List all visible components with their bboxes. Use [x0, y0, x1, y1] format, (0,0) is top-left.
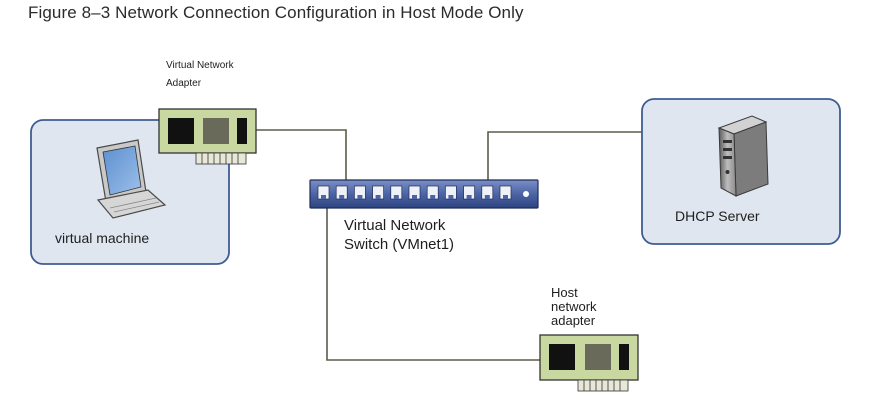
- switch-port-notch: [321, 195, 326, 199]
- switch-status-light: [523, 191, 529, 197]
- switch-port-notch: [430, 195, 436, 199]
- switch-port-notch: [375, 195, 381, 199]
- host-adapter-label-line-2: network: [551, 299, 597, 314]
- wire-vm-adapter-to-switch: [256, 129, 347, 189]
- network-card-icon: [158, 108, 257, 165]
- wire-switch-to-host-adapter: [326, 208, 540, 361]
- computer-icon: [96, 139, 167, 219]
- virtual-adapter-label-line-2: Adapter: [166, 78, 202, 89]
- switch-port-notch: [503, 195, 508, 199]
- host-network-adapter-node[interactable]: Host network adapter: [539, 285, 639, 392]
- wire-switch-to-dhcp: [487, 131, 642, 189]
- switch-port-notch: [484, 195, 490, 199]
- switch-label-line-1: Virtual Network: [344, 217, 446, 234]
- connection-wires: [256, 129, 642, 361]
- switch-port-notch: [448, 195, 454, 199]
- virtual-network-adapter-node[interactable]: Virtual Network Adapter: [158, 60, 257, 165]
- virtual-network-switch-node[interactable]: Virtual Network Switch (VMnet1): [309, 179, 539, 253]
- switch-port-notch: [393, 195, 399, 199]
- figure-title: Figure 8–3 Network Connection Configurat…: [28, 3, 524, 22]
- host-adapter-label-line-1: Host: [551, 285, 578, 300]
- switch-port-notch: [412, 195, 417, 199]
- dhcp-server-node[interactable]: DHCP Server: [641, 98, 841, 245]
- dhcp-server-label: DHCP Server: [675, 208, 760, 224]
- switch-label-line-2: Switch (VMnet1): [344, 236, 454, 253]
- network-card-icon: [539, 334, 639, 392]
- virtual-machine-label: virtual machine: [55, 230, 149, 246]
- switch-port-notch: [357, 195, 363, 199]
- switch-port-notch: [466, 195, 472, 199]
- switch-ports: [317, 185, 529, 200]
- network-switch-icon: [309, 179, 539, 209]
- server-icon: [717, 115, 769, 197]
- virtual-machine-node[interactable]: virtual machine: [30, 119, 230, 265]
- host-adapter-label-line-3: adapter: [551, 313, 596, 328]
- virtual-adapter-label-line-1: Virtual Network: [166, 60, 235, 71]
- switch-port-notch: [339, 195, 345, 199]
